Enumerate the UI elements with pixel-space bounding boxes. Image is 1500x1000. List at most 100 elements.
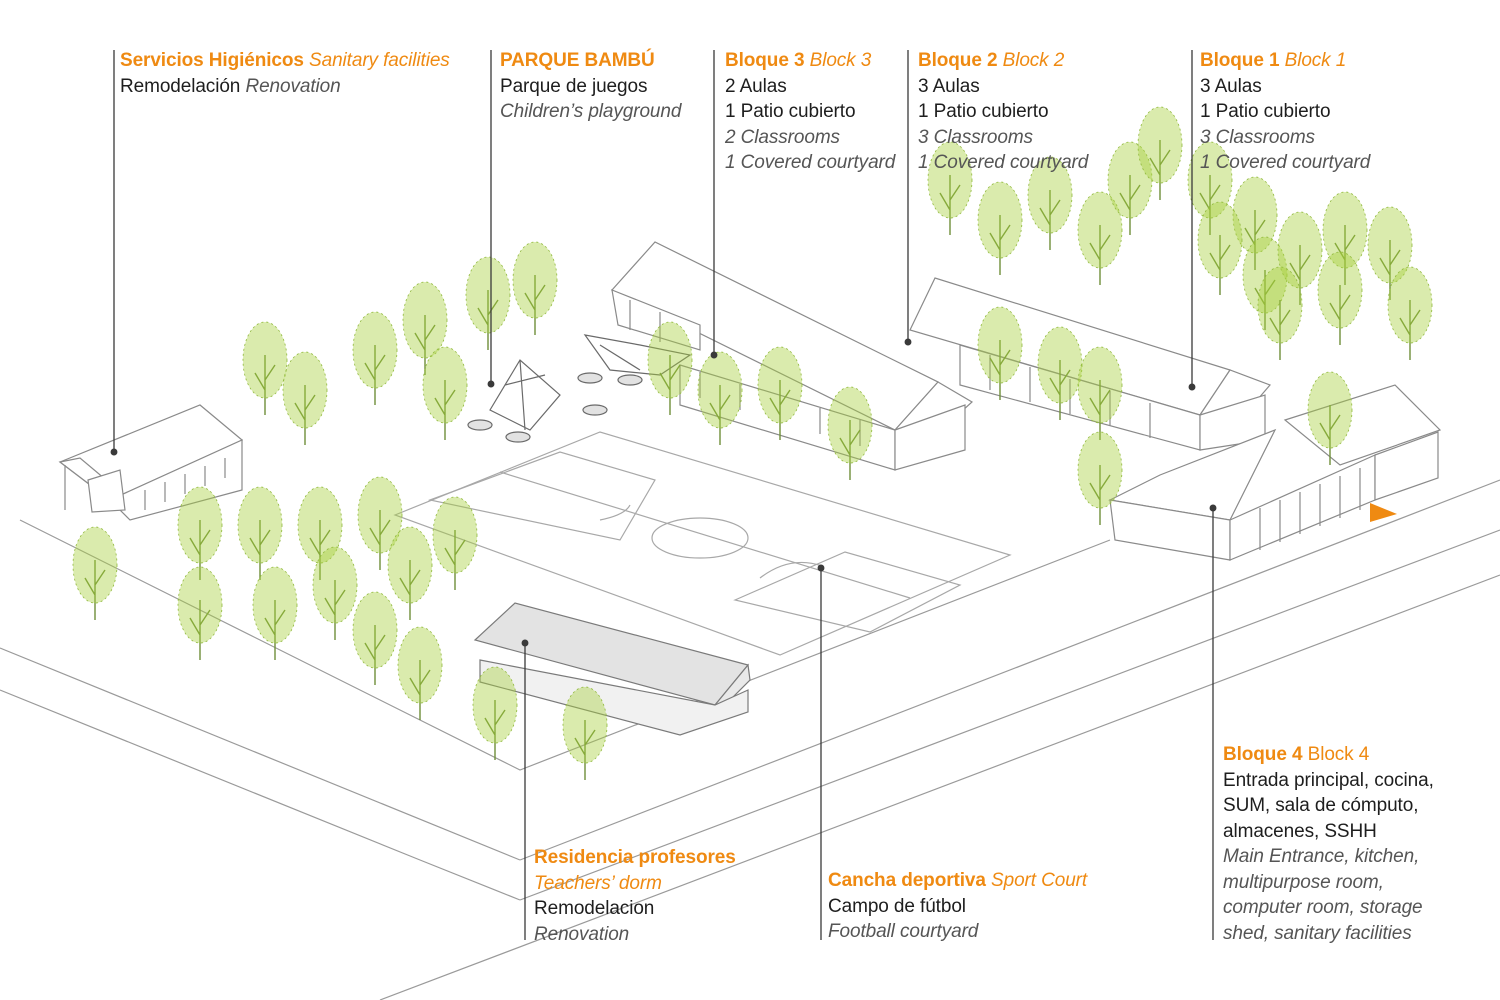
tree-icon — [242, 321, 288, 415]
label-block-1-line1: 3 Aulas — [1200, 75, 1262, 97]
label-block-4-title: Bloque 4 Block 4 — [1223, 742, 1434, 768]
label-sanitary-line1-en: Renovation — [245, 75, 341, 97]
football-court — [393, 431, 1012, 656]
sanitary-building — [58, 404, 244, 521]
block-3-building — [611, 241, 974, 471]
label-block-2: Bloque 2 Block 2 3 Aulas 1 Patio cubiert… — [918, 48, 1088, 176]
playground-pad-3 — [582, 404, 608, 416]
label-court-title-es: Cancha deportiva — [828, 870, 986, 891]
label-block-2-line1: 3 Aulas — [918, 75, 980, 97]
label-block-1-line3: 3 Classrooms — [1200, 126, 1315, 148]
label-block-3-title-es: Bloque 3 — [725, 50, 805, 71]
tree-icon — [647, 321, 693, 415]
playground-pad-2 — [505, 431, 531, 443]
leader-dot-dorm — [521, 639, 529, 647]
tree-icon — [352, 311, 398, 405]
playground-structure-1 — [489, 359, 561, 431]
tree-icon — [352, 591, 398, 685]
label-dorm-title: Residencia profesores — [534, 847, 736, 868]
label-block-2-title: Bloque 2 Block 2 — [918, 48, 1088, 74]
street-edge-right — [519, 479, 1500, 861]
block-3-end — [894, 404, 966, 471]
label-block-3-line2: 1 Patio cubierto — [725, 101, 856, 122]
block-3-patio — [611, 289, 701, 351]
block-4-roof-2 — [1283, 384, 1442, 466]
tree-icon — [827, 386, 873, 480]
leader-dot-block-3 — [710, 351, 718, 359]
court-right-arc — [759, 561, 823, 579]
label-court-line2: Football courtyard — [828, 921, 979, 942]
label-sanitary-line1-es: Remodelación — [120, 75, 241, 97]
tree-icon — [977, 181, 1023, 275]
label-dorm-subtitle: Teachers’ dorm — [534, 872, 662, 894]
tree-icon — [397, 626, 443, 720]
tree-icon — [432, 496, 478, 590]
tree-icon — [1242, 236, 1288, 330]
tree-icon — [237, 486, 283, 580]
label-block-1: Bloque 1 Block 1 3 Aulas 1 Patio cubiert… — [1200, 48, 1370, 176]
label-block-1-title-en: Block 1 — [1284, 50, 1347, 71]
tree-icon — [1137, 106, 1183, 200]
label-park-line1: Parque de juegos — [500, 75, 648, 97]
label-park: PARQUE BAMBÚ Parque de juegos Children’s… — [500, 48, 681, 125]
label-park-title: PARQUE BAMBÚ — [500, 50, 655, 71]
tree-icon — [697, 351, 743, 445]
playground-structure-2 — [583, 334, 692, 376]
label-block-4-line2: SUM, sala de cómputo, — [1223, 795, 1419, 816]
label-block-3: Bloque 3 Block 3 2 Aulas 1 Patio cubiert… — [725, 48, 895, 176]
label-block-4-title-en: Block 4 — [1307, 744, 1370, 765]
block-2-building — [909, 277, 1272, 451]
site-boundary — [19, 519, 1111, 771]
label-park-line2: Children’s playground — [500, 101, 682, 122]
street-edge-front — [0, 647, 521, 861]
dorm-building — [473, 602, 751, 736]
label-block-4-line3: almacenes, SSHH — [1223, 820, 1377, 842]
tree-icon — [757, 346, 803, 440]
tree-icon — [562, 686, 608, 780]
block-2-windows — [989, 355, 1151, 438]
street-edge-front-2 — [0, 689, 521, 901]
block-4-end — [1374, 431, 1439, 501]
sanitary-wall — [108, 439, 243, 521]
label-dorm: Residencia profesores Teachers’ dorm Rem… — [534, 845, 736, 947]
tree-icon — [1077, 191, 1123, 285]
bamboo-playground — [467, 334, 692, 443]
tree-icon — [1107, 141, 1153, 235]
label-block-3-title: Bloque 3 Block 3 — [725, 48, 895, 74]
leader-dot-block-2 — [904, 338, 912, 346]
tree-icon — [465, 256, 511, 350]
label-court-line1: Campo de fútbol — [828, 895, 966, 917]
sanitary-box — [87, 469, 126, 513]
tree-icon — [387, 526, 433, 620]
label-block-1-title-es: Bloque 1 — [1200, 50, 1280, 71]
tree-icon — [1077, 346, 1123, 440]
tree-icon — [177, 486, 223, 580]
court-outline — [393, 431, 1012, 656]
tree-icon — [297, 486, 343, 580]
label-block-3-line4: 1 Covered courtyard — [725, 152, 896, 173]
label-block-1-title: Bloque 1 Block 1 — [1200, 48, 1370, 74]
sanitary-posts — [64, 458, 226, 510]
label-block-2-line4: 1 Covered courtyard — [918, 152, 1089, 173]
label-block-4-line7: shed, sanitary facilities — [1223, 922, 1412, 944]
tree-icon — [1317, 251, 1363, 345]
tree-icon — [72, 526, 118, 620]
label-sanitary: Servicios Higiénicos Sanitary facilities… — [120, 48, 450, 99]
tree-icon — [472, 666, 518, 760]
leader-dot-park — [487, 380, 495, 388]
label-court-title-en: Sport Court — [991, 870, 1088, 891]
tree-icon — [1027, 156, 1073, 250]
block-4-building — [1108, 384, 1442, 561]
street-edge-right-3 — [379, 574, 1500, 1000]
tree-icon — [977, 306, 1023, 400]
tree-icon — [1197, 201, 1243, 295]
tree-icon — [927, 141, 973, 235]
leader-dot-block-1 — [1188, 383, 1196, 391]
court-right-area — [733, 551, 962, 633]
label-block-2-title-es: Bloque 2 — [918, 50, 998, 71]
label-block-3-title-en: Block 3 — [809, 50, 872, 71]
leader-lines — [110, 50, 1217, 940]
label-court: Cancha deportiva Sport Court Campo de fú… — [828, 868, 1087, 945]
